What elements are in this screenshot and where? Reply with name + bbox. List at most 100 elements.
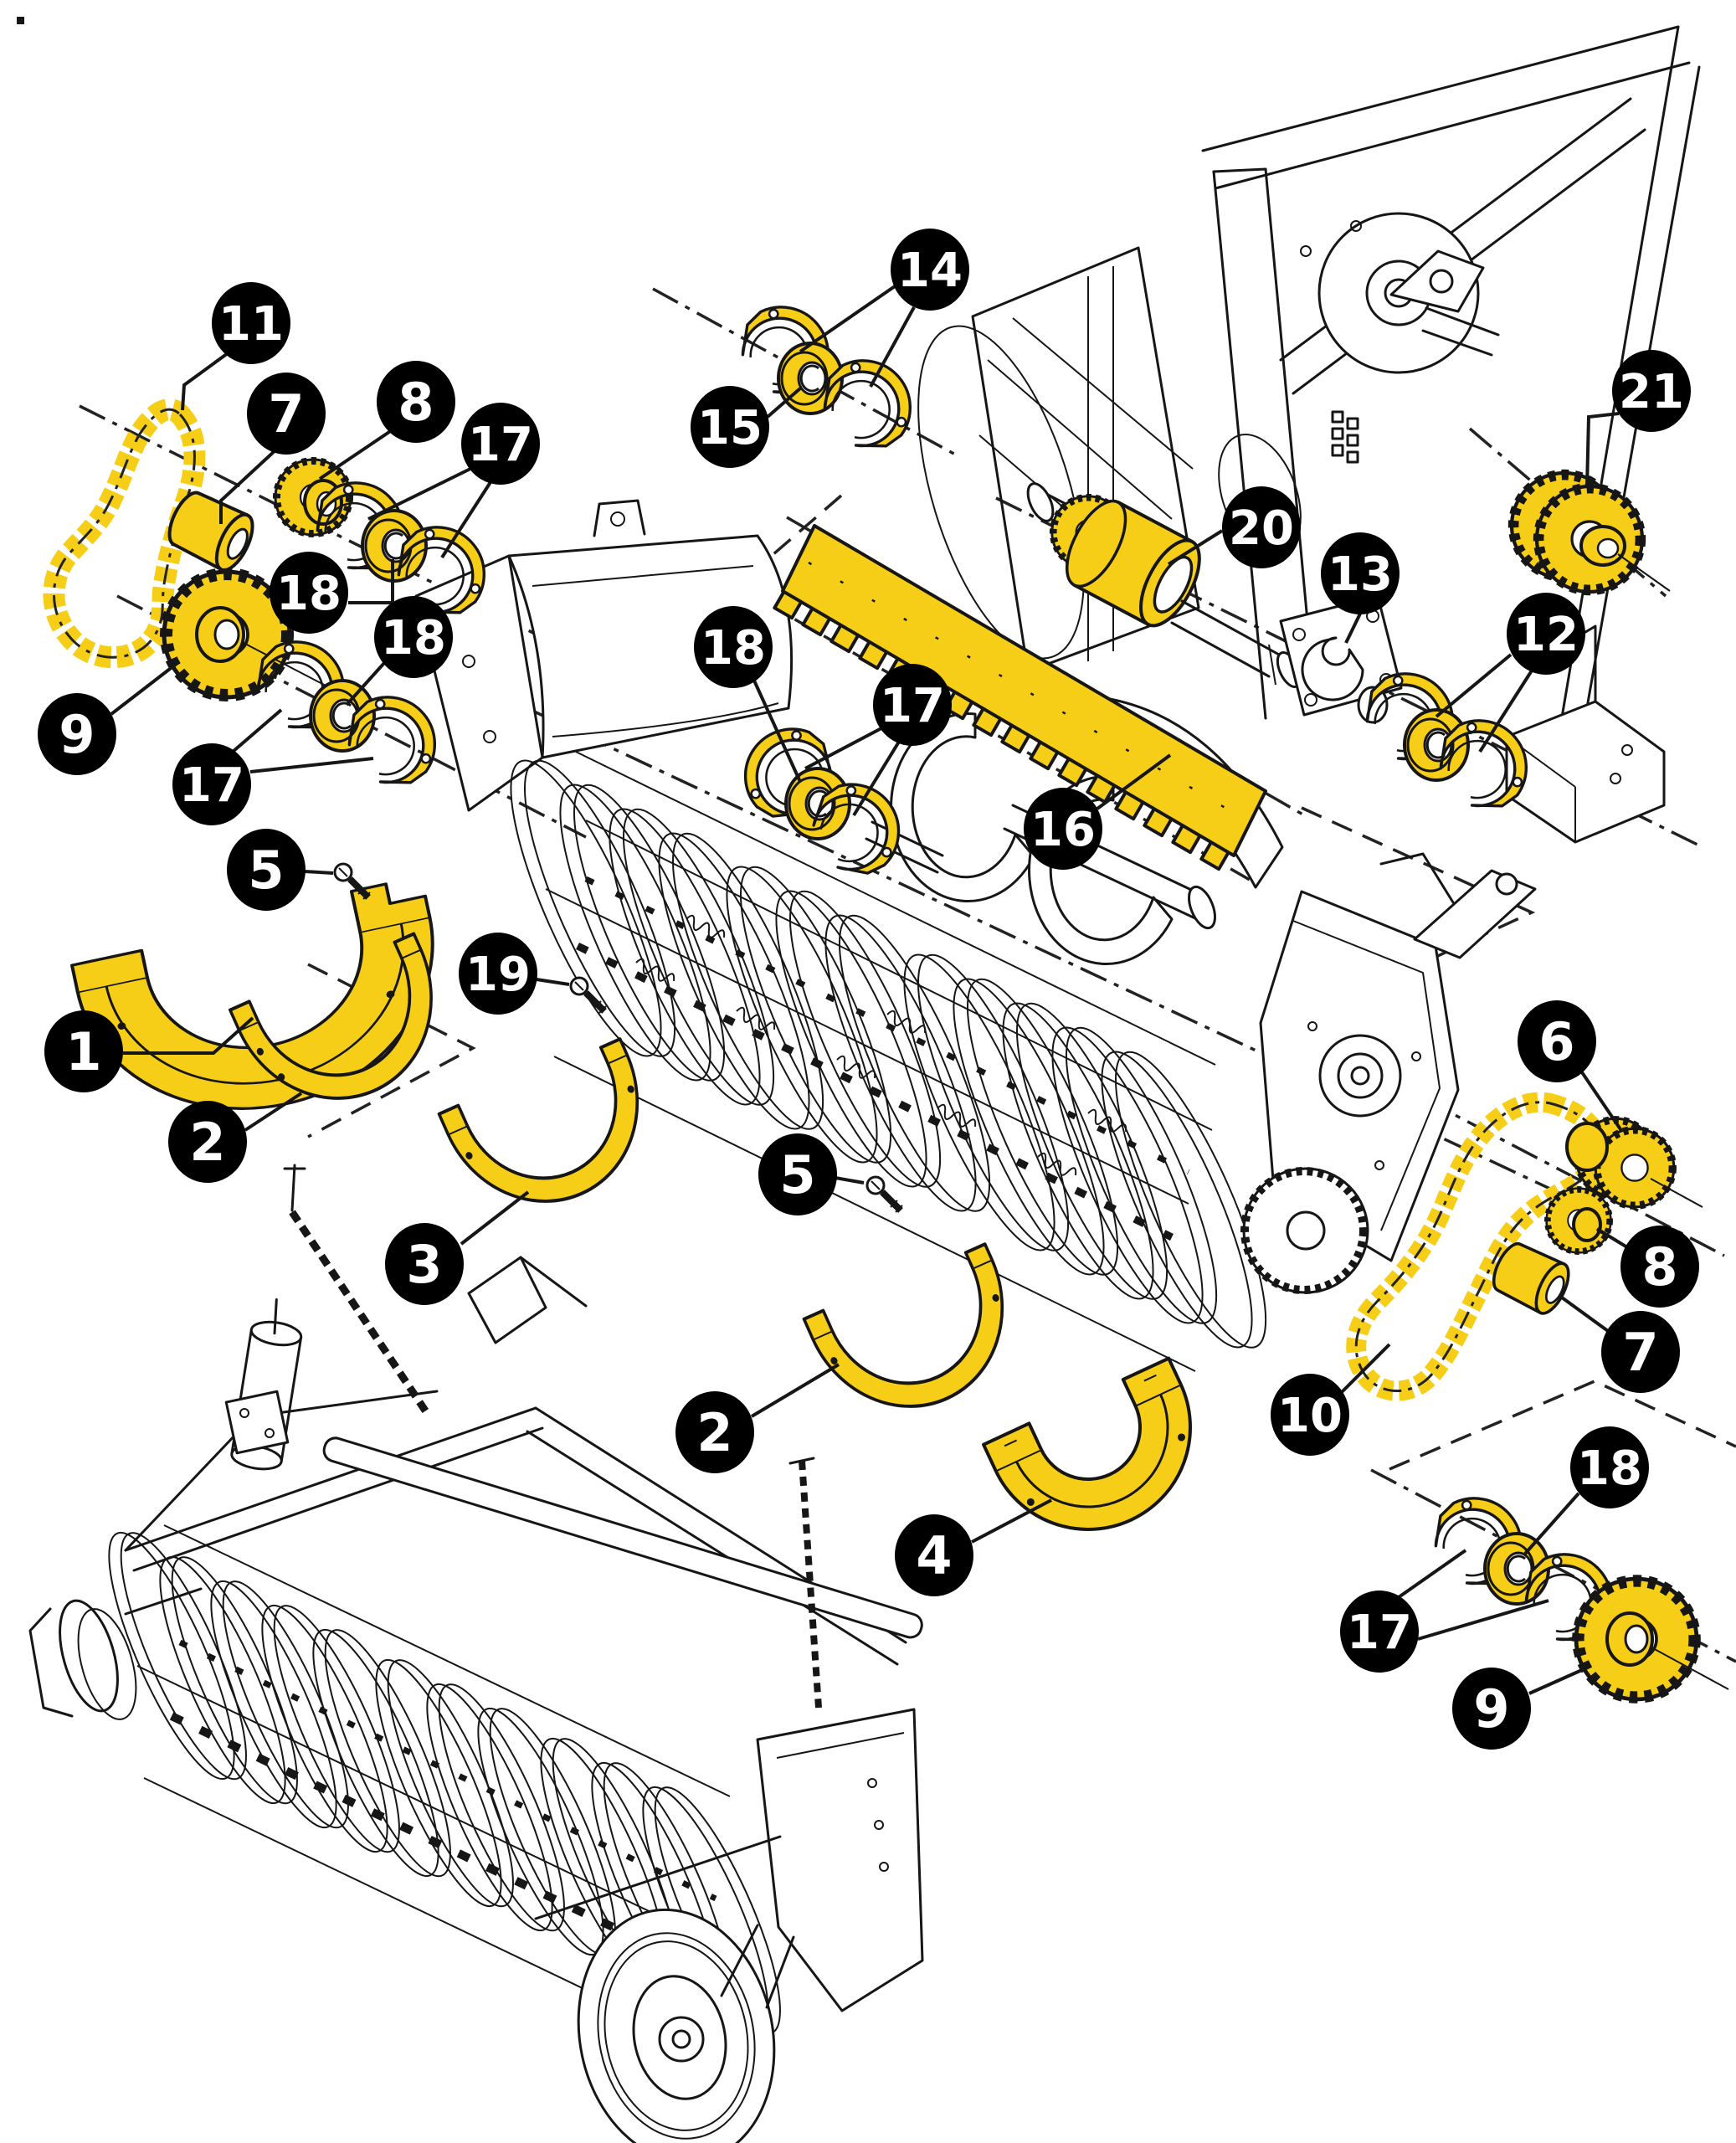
callout-leader-2	[244, 1092, 303, 1132]
part-6-double-sprocket	[1565, 1118, 1703, 1207]
callout-badge-18: 18	[270, 552, 348, 634]
callout-leader-11	[181, 352, 229, 411]
callout-leader-17	[804, 727, 882, 770]
callout-number: 4	[916, 1525, 952, 1586]
callout-badge-19: 19	[459, 933, 537, 1015]
callout-leader-10	[1340, 1343, 1391, 1394]
pickup-reel-drawing	[414, 499, 1537, 1372]
callout-number: 17	[468, 418, 533, 472]
part-2-tine-band	[802, 1242, 1004, 1408]
callout-number: 18	[381, 611, 446, 666]
page-mark-dot	[17, 17, 24, 24]
callout-number: 18	[1577, 1442, 1642, 1496]
pickup-assembly-drawing	[28, 1164, 924, 2143]
part-18-bearing	[784, 767, 851, 840]
part-9-large-sprocket	[164, 572, 328, 697]
callout-number: 18	[701, 621, 766, 676]
callout-number: 10	[1277, 1389, 1343, 1443]
part-10-drive-chain	[1346, 1092, 1610, 1401]
callout-leader-20	[1167, 529, 1224, 566]
callout-number: 9	[1473, 1678, 1509, 1740]
callout-leader-16	[1096, 753, 1172, 810]
part-1-tine-guard-band	[69, 882, 434, 1110]
callout-leader-6	[1580, 1071, 1624, 1133]
part-4-tine-guard-band	[982, 1356, 1192, 1531]
callout-leader-18	[345, 661, 386, 707]
callout-number: 1	[65, 1021, 101, 1082]
callout-badge-16: 16	[1024, 788, 1102, 870]
callout-number: 8	[398, 372, 434, 433]
callout-number: 17	[179, 758, 244, 813]
callout-badge-8: 8	[1620, 1226, 1699, 1308]
part-12-bearing	[1403, 708, 1470, 782]
callout-number: 21	[1619, 365, 1684, 419]
callout-number: 19	[465, 948, 531, 1002]
callout-leader-21	[1585, 412, 1620, 488]
callout-leader-8	[318, 429, 393, 481]
callout-number: 2	[189, 1112, 225, 1173]
callout-leader-7	[1560, 1296, 1610, 1333]
callout-badge-5: 5	[758, 1133, 837, 1215]
callout-leader-14	[799, 285, 896, 353]
callout-leader-17	[231, 708, 283, 753]
callout-badge-1: 1	[44, 1010, 123, 1092]
connector-block	[1331, 410, 1359, 464]
callout-number: 2	[696, 1402, 732, 1463]
callout-badge-6: 6	[1518, 1000, 1596, 1082]
callout-leader-18	[752, 680, 802, 783]
callout-badge-18: 18	[694, 606, 773, 688]
callout-number: 5	[779, 1144, 815, 1205]
callout-badge-17: 17	[461, 403, 540, 485]
callout-badge-18: 18	[1570, 1426, 1649, 1508]
callout-badge-20: 20	[1222, 486, 1301, 568]
callout-leader-12	[1478, 669, 1533, 753]
callout-leader-7	[219, 448, 278, 524]
callout-number: 20	[1229, 501, 1294, 556]
callout-badge-3: 3	[385, 1223, 464, 1305]
callout-number: 3	[406, 1234, 442, 1295]
callout-number: 18	[276, 567, 342, 621]
part-21-double-sprocket	[1512, 473, 1671, 592]
part-3-tine-band	[437, 1037, 639, 1203]
callout-leader-9	[110, 661, 179, 716]
callout-leader-17	[249, 757, 374, 773]
callout-number: 7	[268, 383, 304, 445]
callout-leader-8	[1595, 1227, 1629, 1249]
callout-badge-9: 9	[1452, 1668, 1531, 1750]
callout-badge-17: 17	[1340, 1591, 1419, 1673]
callout-number: 5	[248, 840, 284, 901]
callout-badge-7: 7	[1601, 1311, 1680, 1393]
callout-badge-18: 18	[374, 596, 453, 678]
callout-badge-8: 8	[377, 361, 455, 443]
callout-leader-17	[1397, 1549, 1467, 1599]
callout-badge-17: 17	[172, 743, 251, 825]
callout-leader-9	[1528, 1664, 1592, 1695]
callout-leader-13	[1344, 613, 1362, 644]
callout-leader-19	[536, 978, 570, 986]
top-roller-assembly-drawing	[917, 25, 1701, 844]
callout-leader-17	[1417, 1599, 1549, 1641]
callout-number: 15	[697, 401, 763, 455]
callout-number: 13	[1328, 547, 1393, 602]
part-5-screw	[867, 1177, 902, 1212]
callout-leader-15	[766, 387, 802, 419]
callout-badge-21: 21	[1612, 350, 1691, 432]
callout-badge-7: 7	[247, 373, 326, 455]
callout-leader-2	[750, 1363, 840, 1418]
callout-leader-12	[1435, 653, 1513, 718]
callout-badge-10: 10	[1271, 1374, 1349, 1456]
callout-leader-4	[971, 1498, 1052, 1544]
callout-number: 11	[218, 297, 284, 352]
callout-leader-14	[869, 306, 916, 388]
callout-number: 17	[880, 679, 945, 733]
callout-badge-12: 12	[1507, 593, 1585, 675]
callout-number: 8	[1641, 1236, 1677, 1298]
callout-badge-11: 11	[212, 282, 290, 364]
callout-badge-14: 14	[891, 229, 969, 311]
callout-badge-2: 2	[675, 1391, 754, 1473]
wheel	[577, 1908, 795, 2143]
part-9-large-sprocket	[1576, 1579, 1729, 1699]
